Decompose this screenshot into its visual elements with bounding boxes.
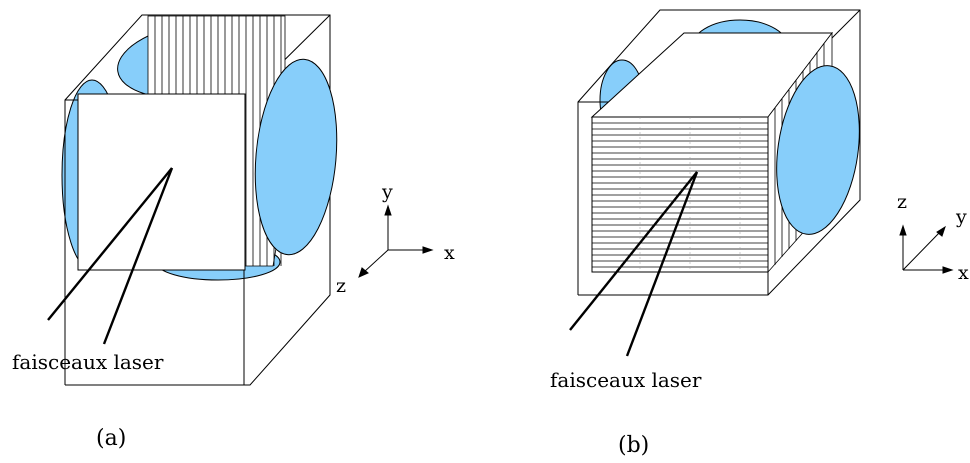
panel-b: faisceaux laser (b) z x y (550, 9, 969, 458)
panel-b-beam-2 (625, 171, 699, 357)
panel-b-axis-right-label: x (958, 262, 969, 284)
panel-b-beam-label: faisceaux laser (550, 368, 702, 392)
panel-b-caption: (b) (618, 433, 649, 458)
panel-a-axis-up-label: y (381, 181, 393, 203)
panel-b-axes (899, 224, 954, 274)
panel-a-beam-label: faisceaux laser (12, 350, 164, 374)
panel-a-laser-beams (47, 167, 174, 345)
panel-a-ellipse-right (254, 58, 338, 256)
panel-a-beam-2 (102, 167, 174, 345)
panel-b-axis-up-label: z (897, 191, 907, 213)
panel-a: faisceaux laser (a) y x z (12, 14, 455, 451)
panel-b-axis-diag-label: y (955, 206, 967, 228)
panel-a-axis-right-label: x (444, 242, 455, 264)
panel-b-laser-beams (569, 171, 699, 357)
panel-a-caption: (a) (96, 426, 126, 451)
panel-a-axis-diag-label: z (336, 275, 346, 297)
panel-b-ellipse-right (776, 65, 860, 235)
panel-a-axes (358, 204, 434, 278)
panel-b-beam-1 (569, 171, 698, 331)
panel-a-beam-1 (47, 167, 173, 321)
